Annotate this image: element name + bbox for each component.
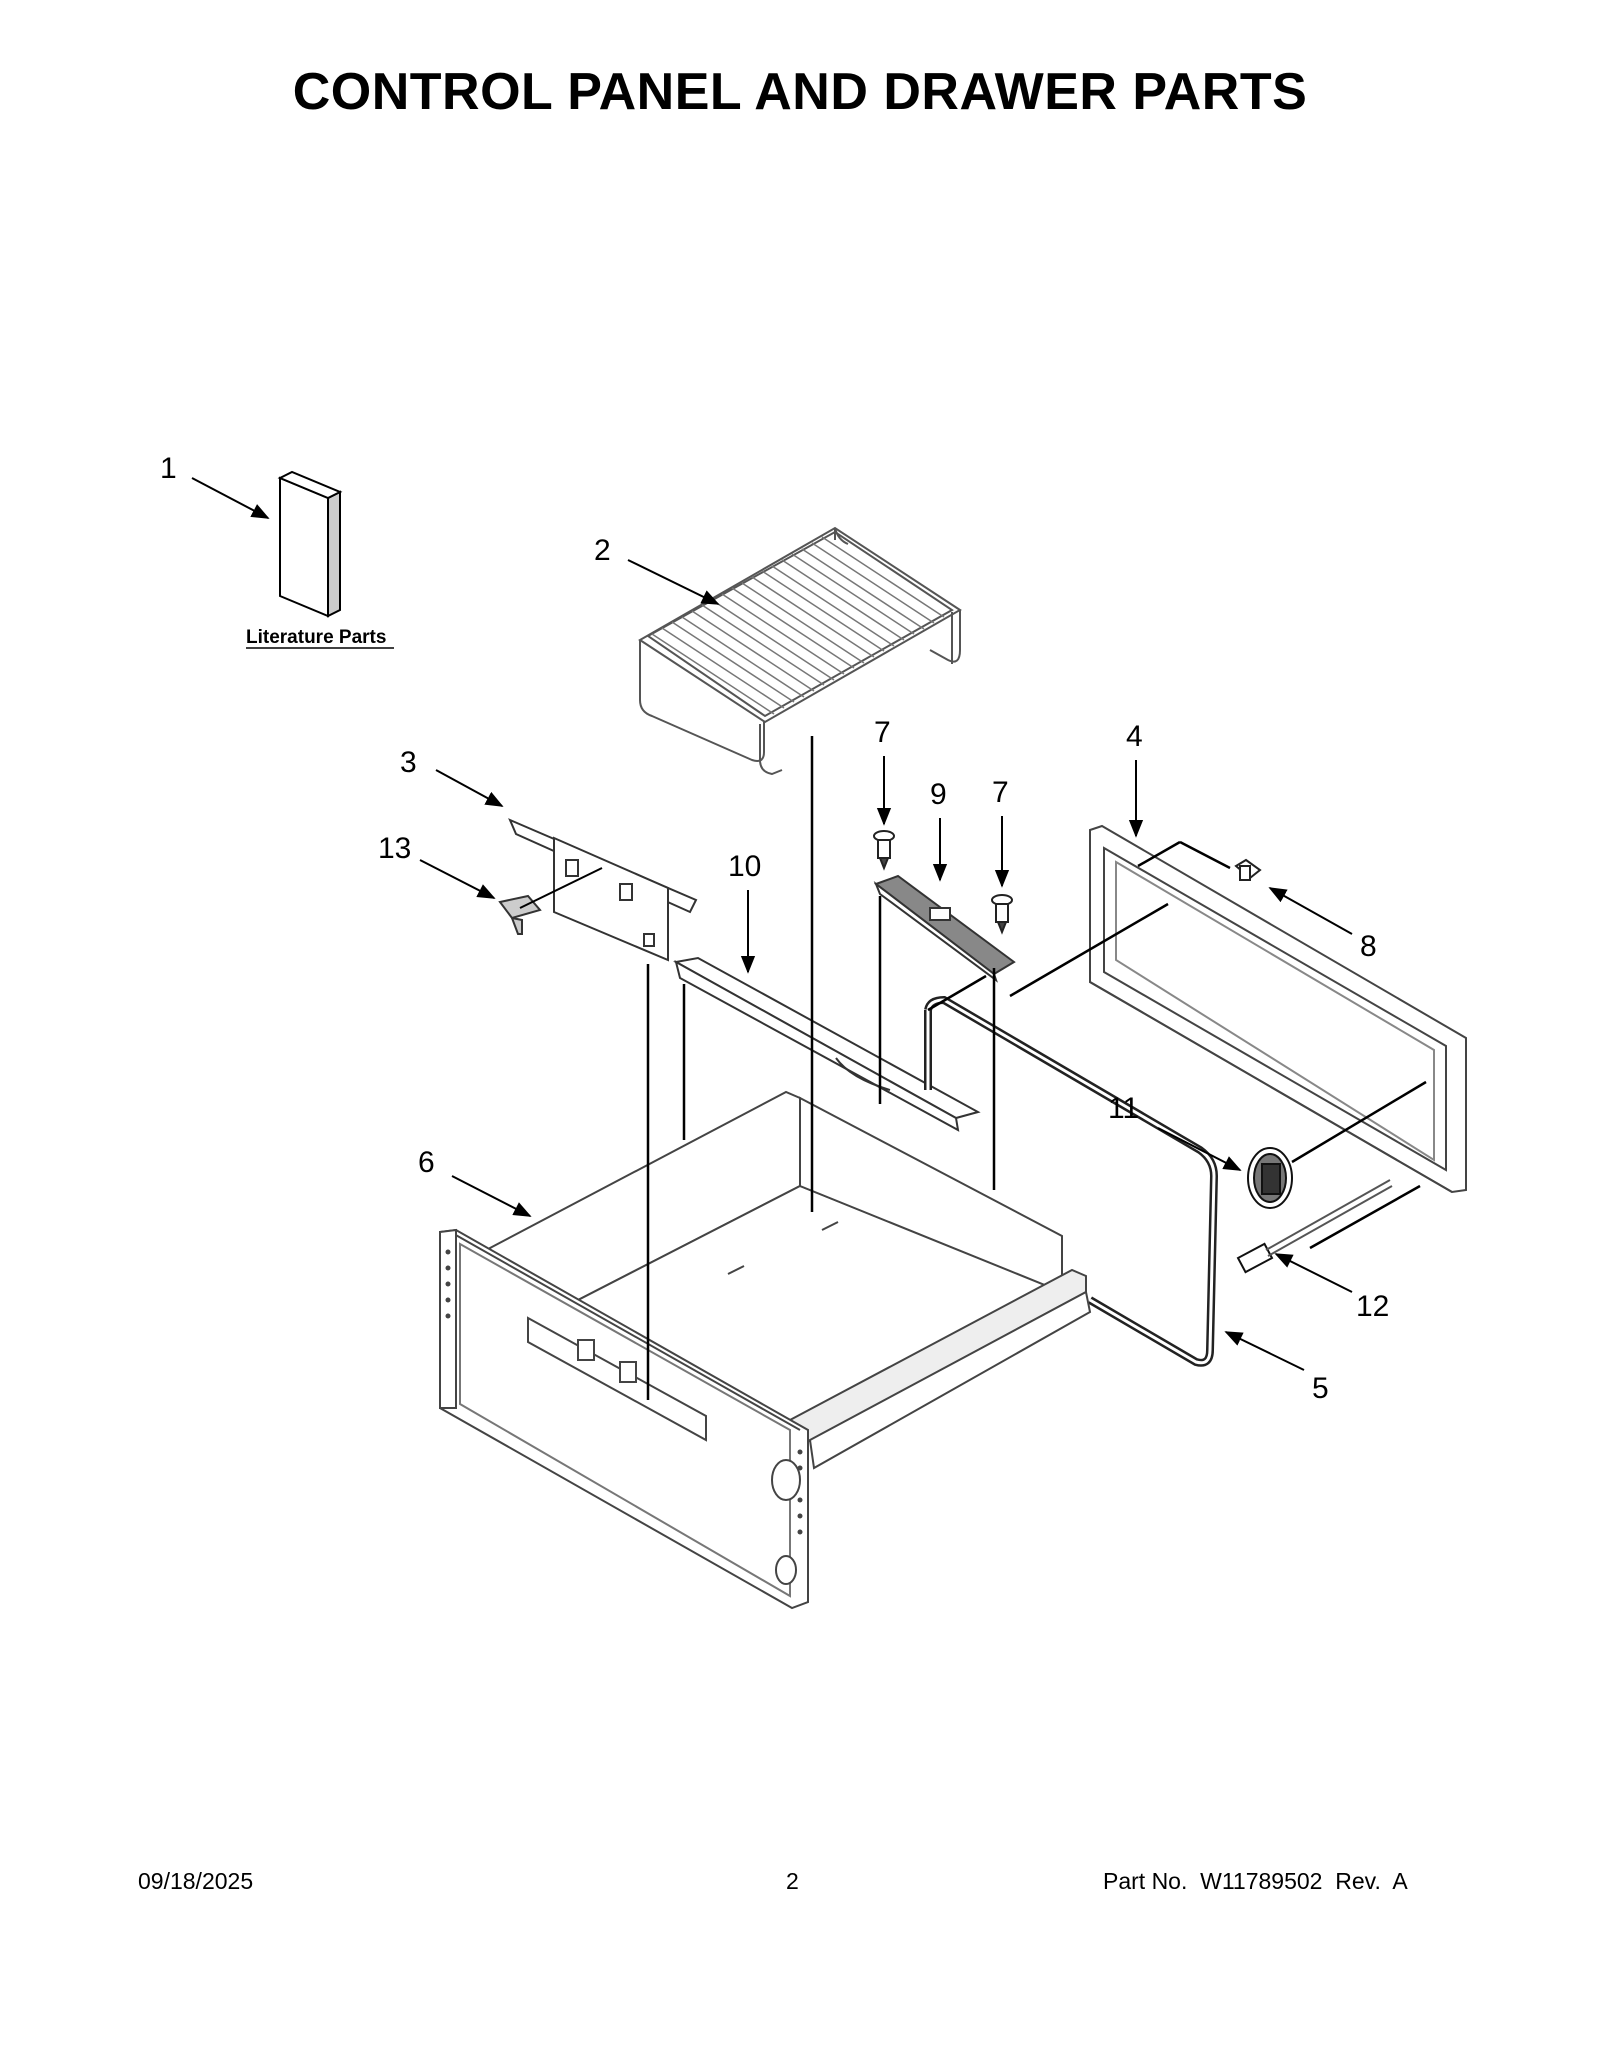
panel-fastener bbox=[1234, 858, 1262, 881]
callout-1: 1 bbox=[160, 452, 177, 485]
callout-11: 11 bbox=[1108, 1092, 1139, 1125]
callout-2: 2 bbox=[594, 534, 611, 567]
control-knob bbox=[1247, 1147, 1293, 1209]
footer-part-number: Part No. W11789502 Rev. A bbox=[1103, 1868, 1408, 1894]
footer-page-number: 2 bbox=[786, 1868, 799, 1894]
literature-parts-label: Literature Parts bbox=[246, 627, 386, 648]
callout-3: 3 bbox=[400, 746, 417, 779]
drawer-assembly bbox=[439, 1090, 1092, 1610]
page-title: CONTROL PANEL AND DRAWER PARTS bbox=[292, 63, 1308, 121]
footer-date: 09/18/2025 bbox=[138, 1868, 254, 1894]
control-bracket bbox=[508, 818, 698, 962]
drawer-gasket bbox=[924, 995, 1219, 1367]
wire-rack bbox=[638, 526, 962, 776]
assembly-lines bbox=[646, 736, 1427, 1400]
callout-6: 6 bbox=[418, 1146, 435, 1179]
callout-10: 10 bbox=[728, 850, 761, 883]
callout-7-left: 7 bbox=[874, 716, 891, 749]
callout-4: 4 bbox=[1126, 720, 1143, 753]
igniter-part bbox=[1236, 1179, 1393, 1274]
callout-8: 8 bbox=[1360, 930, 1377, 963]
front-panel bbox=[1089, 824, 1467, 1194]
callout-5: 5 bbox=[1312, 1372, 1329, 1405]
callout-7-right: 7 bbox=[992, 776, 1009, 809]
literature-booklet bbox=[277, 470, 343, 618]
switch-plate bbox=[873, 874, 1016, 983]
callout-arrows bbox=[191, 477, 1353, 1371]
control-rail bbox=[673, 956, 981, 1132]
callout-13: 13 bbox=[378, 832, 411, 865]
screw-right bbox=[991, 894, 1013, 935]
callout-12: 12 bbox=[1356, 1290, 1389, 1323]
drawer-edge-holes bbox=[445, 1249, 803, 1535]
screw-left bbox=[873, 830, 895, 871]
callout-9: 9 bbox=[930, 778, 947, 811]
